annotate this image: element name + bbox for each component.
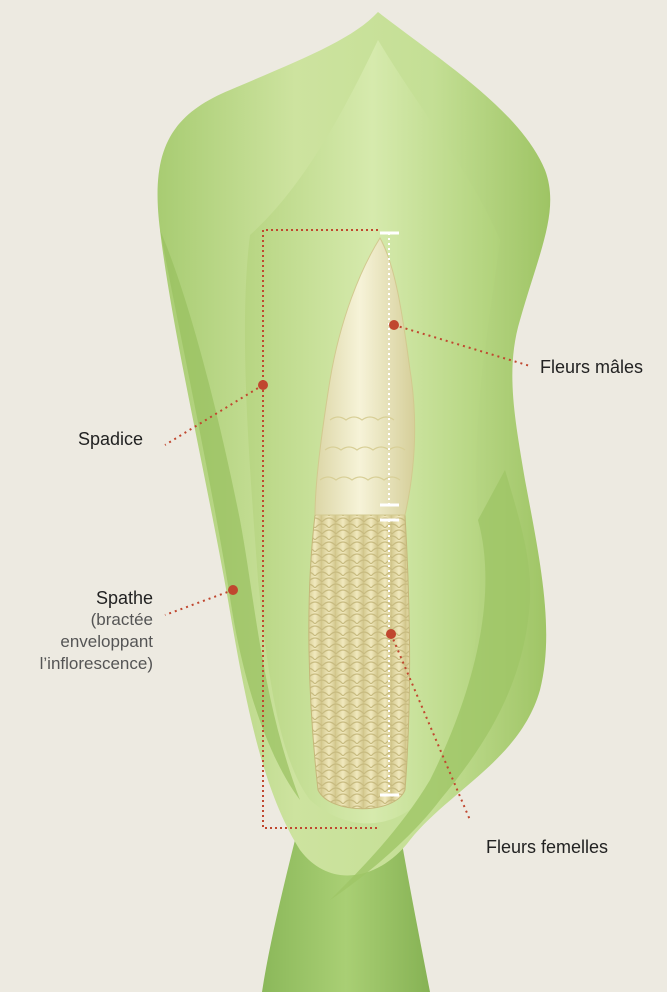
label-spathe-note-2: enveloppant (0, 631, 153, 653)
label-spathe-note-3: l’inflorescence) (0, 653, 153, 675)
label-spadice: Spadice (78, 428, 143, 450)
label-spathe-note-1: (bractée (0, 609, 153, 631)
label-fleurs-femelles: Fleurs femelles (486, 836, 608, 858)
label-spathe: Spathe (bractée enveloppant l’infloresce… (0, 587, 153, 675)
label-spathe-title: Spathe (96, 588, 153, 608)
label-fleurs-males: Fleurs mâles (540, 356, 643, 378)
spadix-female-flowers (309, 515, 410, 809)
